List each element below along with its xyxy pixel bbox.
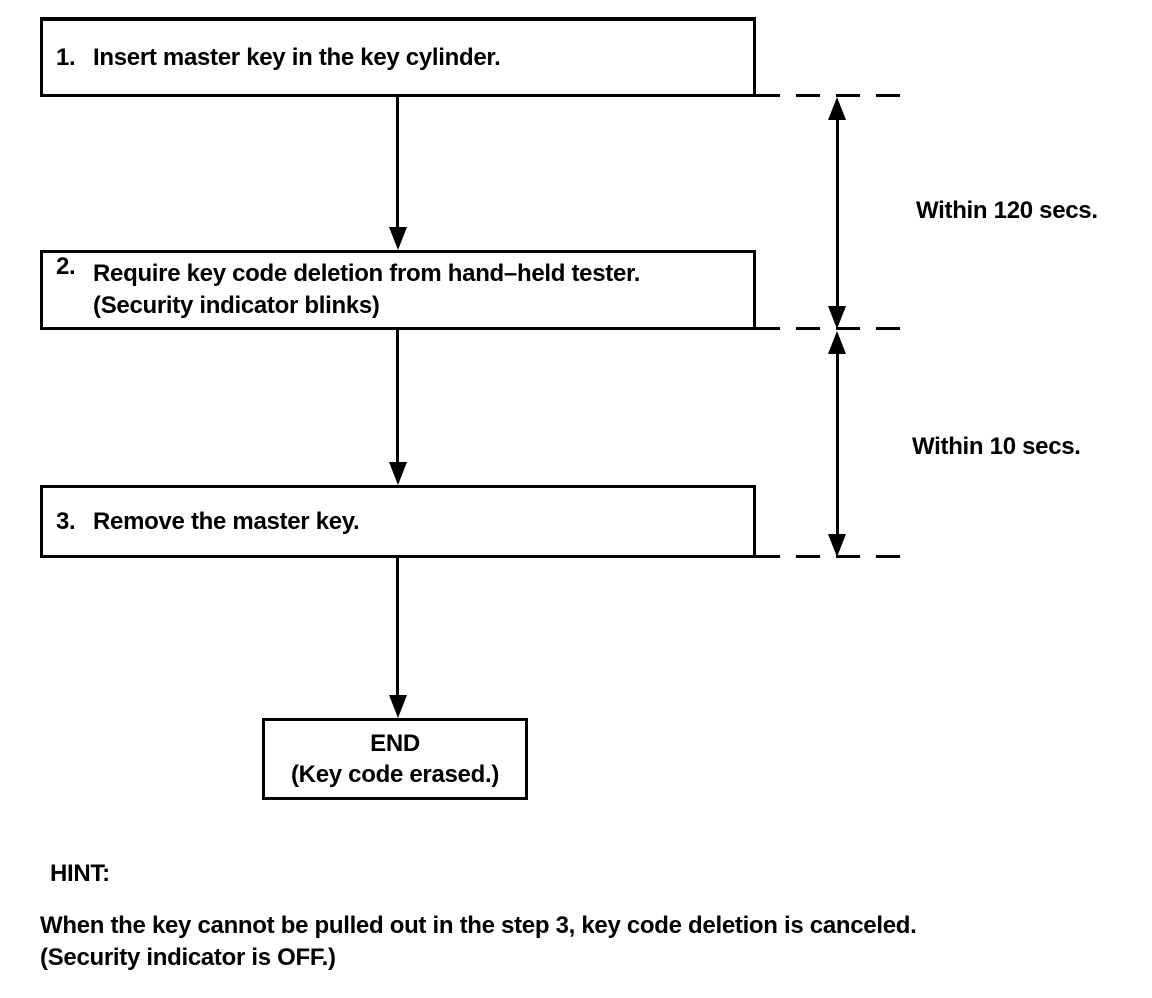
arrow-down-icon	[828, 306, 846, 329]
step-3-number: 3.	[56, 507, 76, 535]
step-box-3: 3. Remove the master key.	[40, 485, 756, 558]
step-1-text: Insert master key in the key cylinder.	[93, 43, 501, 71]
arrow-shaft	[396, 558, 399, 695]
end-box-subtitle: (Key code erased.)	[290, 761, 500, 788]
timing-label-120-secs: Within 120 secs.	[916, 197, 1098, 224]
arrow-up-icon	[828, 331, 846, 354]
arrow-shaft	[396, 330, 399, 462]
timing-arrow-120-secs	[828, 97, 846, 329]
arrow-shaft	[835, 354, 839, 534]
timing-arrow-10-secs	[828, 331, 846, 557]
arrow-down-icon	[388, 695, 407, 718]
timing-label-10-secs: Within 10 secs.	[912, 433, 1081, 460]
end-box: END (Key code erased.)	[262, 718, 528, 800]
hint-body: When the key cannot be pulled out in the…	[40, 910, 917, 974]
end-box-title: END	[370, 730, 420, 757]
flow-arrow-step2-to-step3	[388, 330, 407, 485]
step-box-1: 1. Insert master key in the key cylinder…	[40, 17, 756, 97]
hint-line-1: When the key cannot be pulled out in the…	[40, 912, 917, 939]
arrow-down-icon	[828, 534, 846, 557]
hint-heading: HINT:	[50, 860, 110, 887]
arrow-shaft	[396, 97, 399, 227]
step-box-2: 2. Require key code deletion from hand–h…	[40, 250, 756, 330]
step-2-text-line-1: Require key code deletion from hand–held…	[93, 260, 641, 287]
flow-arrow-step1-to-step2	[388, 97, 407, 250]
hint-line-2: (Security indicator is OFF.)	[40, 944, 336, 971]
arrow-up-icon	[828, 97, 846, 120]
step-3-text: Remove the master key.	[93, 507, 360, 535]
arrow-down-icon	[388, 227, 407, 250]
step-2-text-line-2: (Security indicator blinks)	[93, 292, 380, 319]
arrow-down-icon	[388, 462, 407, 485]
step-2-number: 2.	[56, 253, 76, 280]
dashed-line-level-1	[756, 94, 912, 97]
flow-arrow-step3-to-end	[388, 558, 407, 718]
arrow-shaft	[835, 120, 839, 306]
step-1-number: 1.	[56, 43, 76, 71]
